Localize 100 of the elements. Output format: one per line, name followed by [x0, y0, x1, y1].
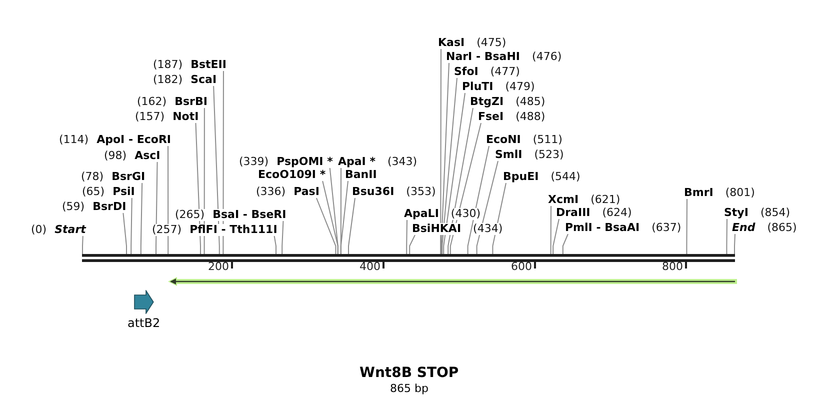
position-number: (637) [652, 222, 682, 234]
end-label: End [732, 222, 756, 234]
map-title: Wnt8B STOP [360, 365, 459, 381]
enzyme-name: BtgZI [470, 96, 504, 108]
position-number: (187) [153, 59, 183, 71]
position-number: (854) [760, 207, 790, 219]
enzyme-name: BsiHKAI [412, 223, 462, 235]
enzyme-name: PasI [294, 186, 320, 198]
enzyme-name: EcoO109I * [258, 169, 326, 181]
leader-line [213, 86, 220, 254]
leader-line [440, 48, 442, 254]
leader-line [282, 220, 284, 254]
position-number: (343) [388, 156, 418, 168]
position-number: (265) [175, 209, 205, 221]
position-number: (621) [590, 194, 620, 206]
leader-line [222, 70, 224, 254]
position-number: (336) [256, 186, 286, 198]
position-number: (511) [532, 134, 562, 146]
enzyme-name: BsrGI [112, 171, 146, 183]
enzyme-name: BsrDI [92, 201, 126, 213]
enzyme-name: BsrBI [174, 96, 208, 108]
position-number: (114) [59, 134, 89, 146]
tick-label: 800 [662, 261, 683, 273]
leader-line [156, 162, 158, 254]
position-number: (59) [62, 201, 85, 213]
leader-line [340, 180, 348, 254]
enzyme-name: ApaLI [404, 208, 439, 220]
enzyme-name: StyI [724, 207, 748, 219]
position-number: (624) [602, 207, 632, 219]
position-number: (488) [516, 111, 546, 123]
position-number: (477) [490, 66, 520, 78]
position-number: (479) [505, 81, 535, 93]
leader-line [168, 146, 169, 254]
position-number: (257) [152, 224, 182, 236]
leader-line [322, 180, 338, 254]
enzyme-name: XcmI [548, 194, 579, 206]
enzyme-name: BsaI - BseRI [212, 209, 286, 221]
sequence-feature [168, 277, 737, 286]
enzyme-name: EcoNI [486, 134, 521, 146]
enzyme-name: NarI - BsaHI [446, 51, 520, 63]
leader-line [686, 198, 688, 254]
enzyme-name: Bsu36I [352, 186, 394, 198]
sequence-backbone [82, 254, 735, 262]
position-number: (475) [476, 37, 506, 49]
enzyme-name: DraIII [556, 207, 590, 219]
leader-line [443, 92, 466, 254]
enzyme-name: KasI [438, 37, 465, 49]
leader-line [140, 182, 143, 254]
enzyme-name: PspOMI * [276, 156, 333, 168]
position-number: (98) [104, 150, 127, 162]
enzyme-name: PsiI [112, 186, 135, 198]
leader-line [726, 218, 728, 254]
leader-line [562, 234, 568, 254]
leader-line [274, 236, 276, 254]
leader-line [440, 62, 450, 254]
enzyme-name: SmlI [495, 149, 522, 161]
enzyme-name: BanII [345, 169, 377, 181]
feature-label: attB2 [128, 317, 160, 330]
leader-line [82, 236, 84, 254]
leader-line [122, 212, 127, 254]
leader-line [550, 206, 552, 254]
enzyme-name: PluTI [462, 81, 494, 93]
enzyme-name: PmlI - BsaAI [565, 222, 640, 234]
leader-line [467, 146, 490, 254]
leader-line [406, 220, 408, 254]
leader-line [130, 198, 132, 254]
tick-label: 200 [208, 261, 229, 273]
position-number: (339) [239, 156, 269, 168]
enzyme-name: BmrI [684, 187, 714, 199]
position-number: (485) [516, 96, 546, 108]
position-number: (801) [725, 187, 755, 199]
tick-label: 600 [511, 261, 532, 273]
leader-line [734, 234, 736, 254]
enzyme-name: AscI [134, 150, 160, 162]
position-number: (0) [31, 224, 47, 236]
leader-line [552, 218, 560, 254]
leader-line [442, 78, 458, 254]
leader-line [409, 234, 416, 254]
enzyme-name: FseI [478, 111, 504, 123]
leader-line [316, 198, 336, 254]
position-number: (430) [450, 208, 481, 220]
sequence-length: 865 bp [390, 382, 428, 395]
position-number: (162) [137, 96, 167, 108]
position-number: (65) [82, 186, 105, 198]
enzyme-name: ScaI [190, 74, 217, 86]
enzyme-name: BpuEI [503, 171, 539, 183]
enzyme-name: BstEII [190, 59, 226, 71]
leader-line [348, 198, 356, 254]
start-label: Start [54, 224, 86, 236]
position-number: (544) [550, 171, 580, 183]
position-number: (434) [473, 223, 503, 235]
position-number: (523) [534, 149, 564, 161]
tick-label: 400 [360, 261, 380, 273]
enzyme-name: PflFI - Tth111I [190, 224, 278, 236]
position-number: (476) [532, 51, 562, 63]
enzyme-name: ApaI * [338, 156, 376, 168]
position-number: (157) [135, 111, 165, 123]
enzyme-name: SfoI [454, 66, 478, 78]
position-number: (78) [81, 171, 104, 183]
enzyme-name: NotI [172, 111, 199, 123]
